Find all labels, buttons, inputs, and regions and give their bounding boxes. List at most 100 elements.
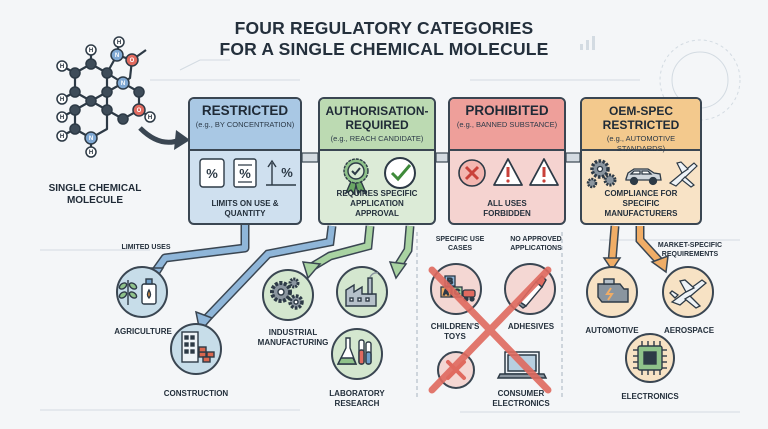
atom (85, 58, 97, 70)
car-icon (625, 168, 662, 186)
factory-icon (345, 272, 379, 307)
percent-card-icon (199, 158, 225, 188)
use-adhesives: ADHESIVES (507, 322, 555, 331)
percent-icons: % % % (199, 158, 296, 188)
use-consumer-electronics: CONSUMER ELECTRONICS (492, 389, 550, 408)
atom (85, 95, 97, 107)
category-authorisation-required: AUTHORISATION-REQUIRED (e.g., REACH CAND… (318, 97, 436, 225)
award-ribbon-icon (343, 158, 369, 195)
category-subtitle: (e.g., REACH CANDIDATE) (330, 134, 424, 143)
engine-icon (597, 278, 629, 303)
atom-h (85, 146, 97, 158)
category-title: PROHIBITED (465, 103, 549, 118)
category-title: OEM-SPEC RESTRICTED (602, 104, 680, 132)
category-description: REQUIRES SPECIFIC APPLICATION APPROVAL (336, 189, 418, 218)
percent-glyph: % (281, 165, 293, 180)
atom (117, 113, 129, 125)
atom-label: O (130, 58, 135, 64)
atom-label: H (60, 115, 64, 121)
atom-label: H (117, 40, 121, 46)
category-description: ALL USES FORBIDDEN (483, 199, 531, 218)
category-subtitle: (e.g., BANNED SUBSTANCE) (456, 120, 558, 129)
arrow-head (602, 257, 622, 272)
atom-h (113, 36, 125, 48)
arrow-head (301, 261, 322, 280)
category-body: COMPLIANCE FOR SPECIFIC MANUFACTURERS (582, 151, 700, 223)
use-automotive: AUTOMOTIVE (585, 326, 639, 335)
atom-n (116, 76, 130, 90)
title-line-1: FOUR REGULATORY CATEGORIES (234, 18, 534, 38)
atom-o (125, 53, 139, 67)
category-subtitle: (e.g., BY CONCENTRATION) (195, 120, 295, 129)
molecule-arrow (138, 126, 190, 150)
atom-label: H (89, 48, 93, 54)
category-description: COMPLIANCE FOR SPECIFIC MANUFACTURERS (604, 189, 678, 218)
use-electronics: ELECTRONICS (621, 392, 679, 401)
atom (69, 123, 81, 135)
bar-chart-decoration (580, 36, 595, 50)
label-limited-uses: LIMITED USES (121, 244, 171, 251)
atom (69, 67, 81, 79)
atom-label: N (89, 136, 93, 142)
flask-icon (336, 337, 372, 365)
atom-label: N (115, 53, 119, 59)
x-circle-icon (458, 159, 486, 187)
atom-letters: H H H H H H H H N N N O O (60, 40, 152, 156)
construction-icon (181, 331, 215, 363)
percent-glyph: % (206, 166, 218, 181)
atom-label: H (148, 115, 152, 121)
label-specific-use-cases: SPECIFIC USE CASES (435, 236, 485, 252)
category-title: RESTRICTED (201, 103, 289, 118)
label-market-specific: MARKET-SPECIFIC REQUIREMENTS (657, 242, 723, 258)
percent-glyph: % (239, 166, 251, 181)
arrow-head (650, 254, 669, 274)
category-title: AUTHORISATION-REQUIRED (325, 104, 429, 132)
chip-icon (633, 341, 667, 375)
toy-block-letter: B (447, 277, 453, 286)
big-red-cross (428, 266, 552, 394)
category-subtitle: (e.g., AUTOMOTIVE STANDARDS) (606, 134, 676, 153)
toy-block-letter: A (443, 288, 449, 297)
atom-h (56, 111, 68, 123)
atom-h (85, 44, 97, 56)
laboratory-circle (331, 328, 383, 380)
atom-n (84, 131, 98, 145)
category-header: PROHIBITED (e.g., BANNED SUBSTANCE) (450, 99, 564, 151)
gears-icon (586, 159, 617, 189)
category-restricted: RESTRICTED (e.g., BY CONCENTRATION) % % … (188, 97, 302, 225)
atom (69, 104, 81, 116)
warning-triangle-icon (529, 158, 559, 186)
page-title: FOUR REGULATORY CATEGORIES FOR A SINGLE … (150, 18, 618, 60)
title-line-2: FOR A SINGLE CHEMICAL MOLECULE (219, 39, 549, 59)
atom (133, 86, 145, 98)
oem-icons (586, 159, 698, 189)
label-no-approved-applications: NO APPROVED APPLICATIONS (510, 236, 562, 252)
use-agriculture: AGRICULTURE (114, 327, 172, 336)
atom-h (144, 111, 156, 123)
category-body: ALL USES FORBIDDEN (450, 151, 564, 223)
airplane-icon (668, 161, 698, 188)
category-header: OEM-SPEC RESTRICTED (e.g., AUTOMOTIVE ST… (582, 99, 700, 153)
background-decoration (40, 39, 741, 413)
use-childrens-toys: CHILDREN'S TOYS (430, 322, 480, 341)
use-construction: CONSTRUCTION (163, 389, 229, 398)
atom-label: H (60, 64, 64, 70)
category-prohibited: PROHIBITED (e.g., BANNED SUBSTANCE) (448, 97, 566, 225)
atom (101, 86, 113, 98)
category-body: % % % LIMITS ON USE & QUANTITY (190, 151, 300, 223)
arrow-head (388, 261, 408, 280)
atom-h (56, 60, 68, 72)
approval-icons (343, 157, 416, 195)
use-laboratory-research: LABORATORY RESEARCH (329, 389, 385, 408)
use-industrial-manufacturing: INDUSTRIAL MANUFACTURING (257, 328, 329, 347)
gears-icon (270, 277, 304, 310)
atom (101, 67, 113, 79)
molecule-atoms (56, 36, 156, 158)
agriculture-icon (118, 278, 157, 305)
atom-n (110, 48, 124, 62)
atom-label: H (60, 97, 64, 103)
percent-doc-icon (233, 158, 257, 188)
atom-label: H (60, 134, 64, 140)
